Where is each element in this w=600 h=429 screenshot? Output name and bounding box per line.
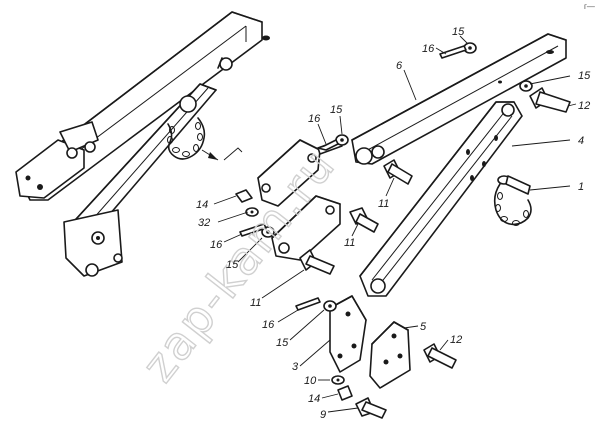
pin-with-chain [493,175,532,226]
callout-11-lower: 11 [250,297,261,309]
lower-pin-washer [295,297,337,312]
bolt-12-upper [529,87,571,113]
bolt-12-lower [423,343,457,369]
callout-14-left: 14 [196,199,208,211]
callout-15-top: 15 [452,26,465,38]
bottom-stack-hardware [331,375,387,419]
callout-5: 5 [420,321,427,333]
corner-mark: г— [584,2,595,11]
callout-3: 3 [292,361,299,373]
callout-11-mid: 11 [344,237,355,249]
bolts-11 [299,159,413,275]
callout-4: 4 [578,135,584,147]
bracket-3 [329,295,367,373]
callout-15-mid: 15 [330,104,343,116]
callout-16-lower: 16 [262,319,275,331]
callout-15-lower: 15 [276,337,289,349]
left-middle-hardware [235,189,267,237]
callout-9: 9 [320,409,326,421]
middle-lower-bracket [261,195,341,261]
callout-16-mid: 16 [308,113,321,125]
left-upper-arm [15,11,270,201]
callout-11-upper: 11 [378,198,389,210]
left-chain [167,117,243,161]
callout-16-top: 16 [422,43,435,55]
callout-1: 1 [578,181,584,193]
callout-32: 32 [198,217,210,229]
bracket-5 [369,321,411,389]
right-long-link [359,101,523,297]
callout-10: 10 [304,375,317,387]
leader-lines [213,35,577,413]
callout-12-lower: 12 [450,334,462,346]
pin-16-middle [317,139,339,151]
callout-15-right: 15 [578,70,591,82]
callout-15-left: 15 [226,259,239,271]
left-lower-strut [63,83,217,277]
callout-6: 6 [396,60,403,72]
upper-small-hardware [439,42,533,92]
callout-16-left: 16 [210,239,223,251]
callout-12-right: 12 [578,100,590,112]
right-upper-arm [351,33,567,165]
callout-14-lower: 14 [308,393,320,405]
